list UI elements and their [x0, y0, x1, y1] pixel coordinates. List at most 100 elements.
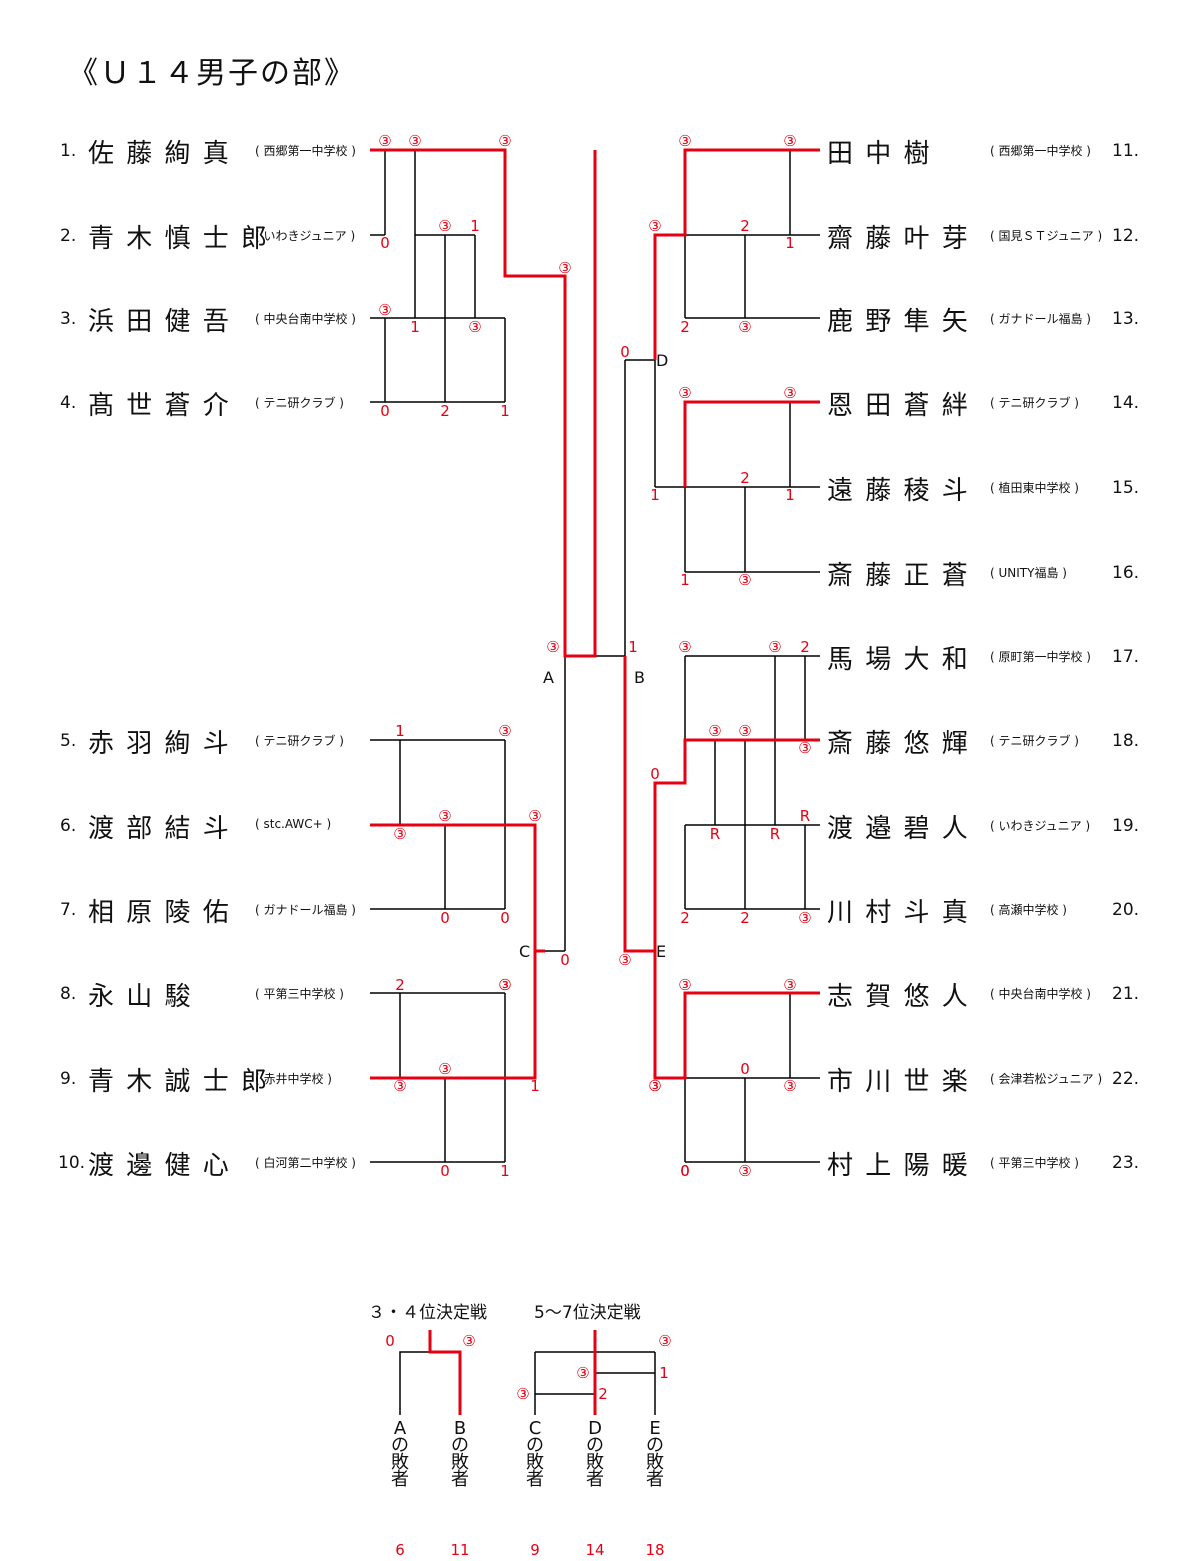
player-name: 村 上 陽 暖 [827, 1151, 970, 1181]
match-score: 1 [395, 722, 405, 740]
player-school: ( 平第三中学校 ) [990, 1156, 1079, 1170]
player-school: ( 高瀬中学校 ) [990, 903, 1067, 917]
node-label-d: D [656, 351, 669, 370]
match-score: ③ [648, 1077, 662, 1095]
match-score: ③ [783, 384, 797, 402]
match-score: ③ [546, 638, 560, 656]
seed-number: 20. [1112, 900, 1140, 920]
playoff-score: ③ [462, 1332, 476, 1350]
node-letter: B [453, 1418, 467, 1439]
seed-number: 11. [1112, 141, 1140, 161]
match-score: 2 [740, 469, 750, 487]
match-score: 1 [500, 1162, 510, 1180]
player-name: 恩 田 蒼 絆 [827, 391, 970, 421]
player-name: 鹿 野 隼 矢 [827, 307, 970, 337]
seed-number: 23. [1112, 1153, 1140, 1173]
player-name: 川 村 斗 真 [827, 898, 970, 928]
match-score: R [769, 825, 781, 843]
match-score: ③ [438, 1060, 452, 1078]
node-letter: D [588, 1418, 602, 1439]
player-name: 遠 藤 稜 斗 [827, 476, 970, 506]
seed-number: 3. [60, 309, 77, 329]
player-school: ( テニ研クラブ ) [255, 396, 344, 410]
match-score: 0 [500, 909, 510, 927]
seed-number: 5. [60, 731, 77, 751]
player-name: 青 木 慎 士 郎 [88, 224, 270, 254]
match-score: 0 [380, 234, 390, 252]
loser-text: の敗者 [451, 1435, 469, 1490]
player-school: ( 国見ＳＴジュニア ) [990, 229, 1103, 243]
player-name: 赤 羽 絢 斗 [88, 729, 231, 759]
final-rank: 14 [585, 1541, 605, 1559]
player-name: 青 木 誠 士 郎 [88, 1067, 270, 1097]
match-score: 1 [680, 571, 690, 589]
player-school: ( 平第三中学校 ) [255, 987, 344, 1001]
match-score: 2 [740, 909, 750, 927]
match-score: ③ [738, 722, 752, 740]
player-name: 渡 邉 碧 人 [827, 814, 970, 844]
match-score: ③ [438, 807, 452, 825]
player-name: 齋 藤 叶 芽 [827, 224, 970, 254]
loser-label-e: E の敗者 [645, 1418, 665, 1490]
playoff-score: ③ [516, 1385, 530, 1403]
match-score: 1 [628, 638, 638, 656]
player-name: 相 原 陵 佑 [88, 898, 231, 928]
match-score: ③ [783, 132, 797, 150]
match-score: 0 [680, 1162, 690, 1180]
match-score: ③ [678, 384, 692, 402]
playoff-score: 2 [598, 1385, 608, 1403]
match-score: ③ [498, 976, 512, 994]
loser-text: の敗者 [646, 1435, 664, 1490]
player-school: ( 西郷第一中学校 ) [255, 144, 356, 158]
match-score: ③ [468, 318, 482, 336]
match-score: ③ [438, 217, 452, 235]
match-score: ③ [393, 1077, 407, 1095]
match-score: 1 [650, 486, 660, 504]
player-name: 髙 世 蒼 介 [88, 391, 231, 421]
player-school: ( UNITY福島 ) [990, 566, 1067, 580]
player-school: ( 植田東中学校 ) [990, 481, 1079, 495]
match-score: ③ [678, 132, 692, 150]
match-score: ③ [798, 909, 812, 927]
seed-number: 13. [1112, 309, 1140, 329]
loser-text: の敗者 [391, 1435, 409, 1490]
match-score: ③ [738, 571, 752, 589]
final-rank: 18 [645, 1541, 665, 1559]
seed-number: 15. [1112, 478, 1140, 498]
match-score: ③ [648, 217, 662, 235]
match-score: 1 [500, 402, 510, 420]
seed-number: 16. [1112, 563, 1140, 583]
player-school: ( いわきジュニア ) [255, 229, 356, 243]
match-score: 0 [740, 1060, 750, 1078]
player-name: 佐 藤 絢 真 [88, 139, 231, 169]
player-school: ( テニ研クラブ ) [990, 734, 1079, 748]
seed-number: 10. [58, 1153, 86, 1173]
player-school: ( 中央台南中学校 ) [990, 987, 1091, 1001]
player-school: ( ガナドール福島 ) [255, 903, 356, 917]
match-score: ③ [408, 132, 422, 150]
player-name: 渡 部 結 斗 [88, 814, 231, 844]
node-label-b: B [634, 668, 645, 687]
match-score: 0 [650, 765, 660, 783]
match-score: ③ [498, 722, 512, 740]
player-school: ( 赤井中学校 ) [255, 1072, 332, 1086]
player-name: 田 中 樹 [827, 139, 932, 169]
match-score: R [709, 825, 721, 843]
player-school: ( 原町第一中学校 ) [990, 650, 1091, 664]
seed-number: 14. [1112, 393, 1140, 413]
player-school: ( 白河第二中学校 ) [255, 1156, 356, 1170]
match-score: 2 [680, 909, 690, 927]
page-title: 《Ｕ１４男子の部》 [68, 56, 356, 91]
loser-label-b: B の敗者 [450, 1418, 470, 1490]
node-letter: E [649, 1418, 661, 1439]
match-score: ③ [498, 976, 512, 994]
match-score: ③ [783, 1077, 797, 1095]
match-score: ③ [738, 1162, 752, 1180]
player-school: ( テニ研クラブ ) [255, 734, 344, 748]
match-score: 2 [800, 638, 810, 656]
match-score: ③ [378, 132, 392, 150]
match-score: ③ [498, 132, 512, 150]
match-score: ③ [648, 1077, 662, 1095]
player-school: ( 会津若松ジュニア ) [990, 1072, 1103, 1086]
seed-number: 18. [1112, 731, 1140, 751]
